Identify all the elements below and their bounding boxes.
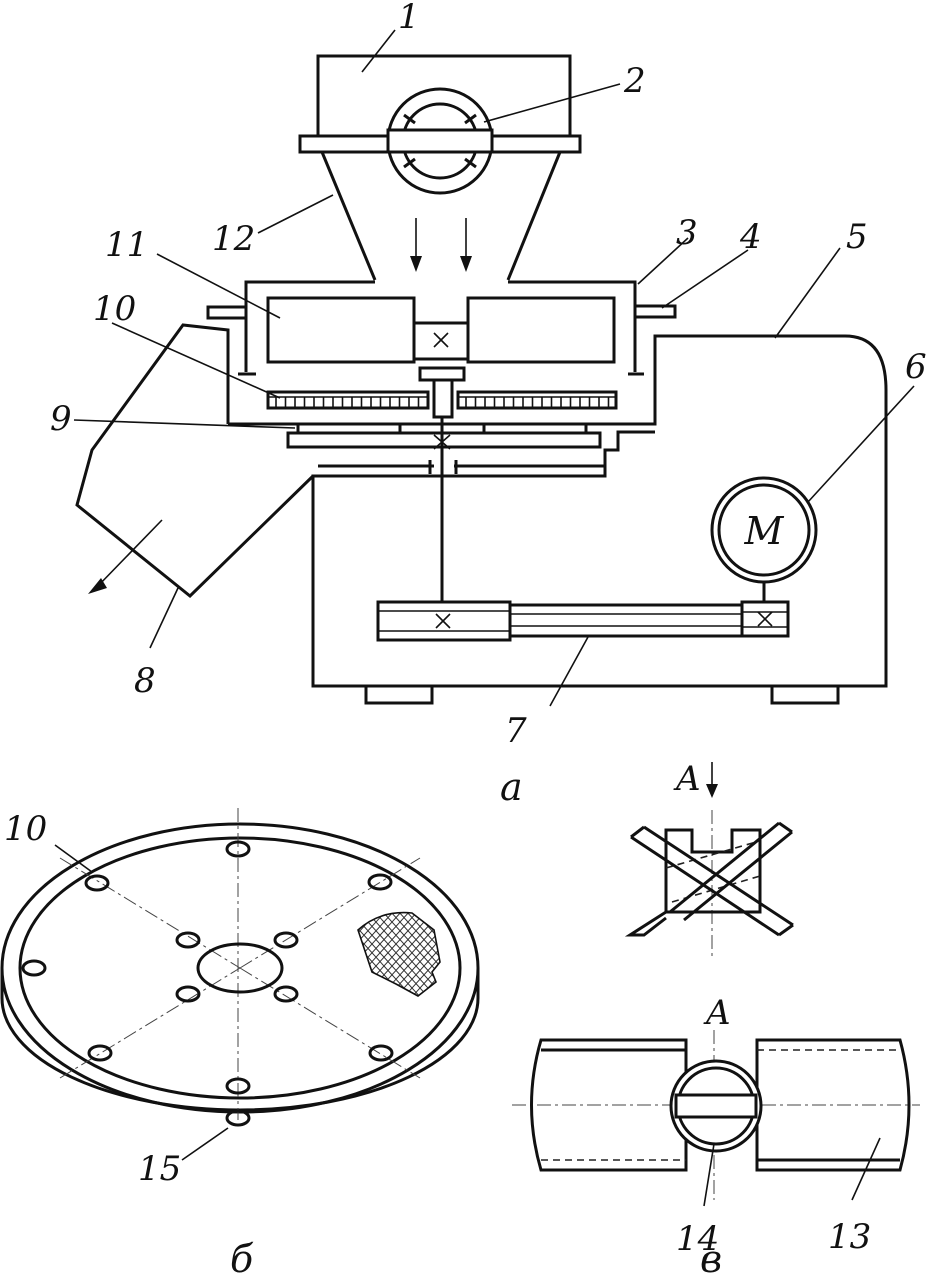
disc-hole [273,931,299,949]
label-2: 2 [623,61,646,101]
label-10-disc: 10 [4,809,47,849]
drum-casing [206,280,677,376]
motor-label: M [744,509,785,553]
label-6: 6 [905,347,927,387]
label-11: 11 [105,225,148,265]
disc-hole [367,873,393,891]
sieve-discs [266,390,618,410]
subfigure-v: в [700,1237,722,1281]
view-a-label-bottom: A [703,993,731,1033]
disc-hole [225,1077,251,1095]
label-5: 5 [846,217,868,257]
label-14: 14 [676,1219,719,1259]
view-A-section: A [624,759,794,956]
subfigure-b: б [230,1237,254,1281]
grinding-stones [266,296,616,364]
beater-plan-view: A 14 13 в [512,993,920,1281]
disc-hole [225,840,251,858]
main-assembly: M [50,0,927,809]
label-9: 9 [50,399,72,439]
label-7: 7 [505,711,527,751]
motor: M [710,476,818,602]
disc-hole [225,1109,251,1127]
disc-hole [273,985,299,1003]
leader-lines [73,29,915,707]
label-13: 13 [828,1217,871,1257]
label-1: 1 [398,0,420,37]
label-12: 12 [212,219,255,259]
disc-holes [21,840,394,1127]
label-10: 10 [93,289,136,329]
subfigure-a: а [500,765,523,809]
label-4: 4 [739,217,762,257]
flow-arrows [410,218,472,272]
disc-hole [87,1044,113,1062]
disc-hole [175,931,201,949]
discharge-chute [75,323,315,599]
disc-hole [368,1044,394,1062]
disc-hole [175,985,201,1003]
disc-hole [21,959,47,977]
label-15: 15 [138,1149,181,1189]
valve [386,87,494,195]
frame [228,334,888,705]
coupling [318,460,605,474]
sieve-disc-view: 10 15 б [0,808,480,1281]
shaft [418,366,466,602]
disc-hole [84,874,110,892]
label-3: 3 [676,213,698,253]
view-a-label-top: A [673,759,701,799]
label-8: 8 [134,661,156,701]
part-numbers: 1 2 3 4 5 6 7 8 9 10 11 12 [50,0,927,751]
belt-drive [376,600,790,642]
